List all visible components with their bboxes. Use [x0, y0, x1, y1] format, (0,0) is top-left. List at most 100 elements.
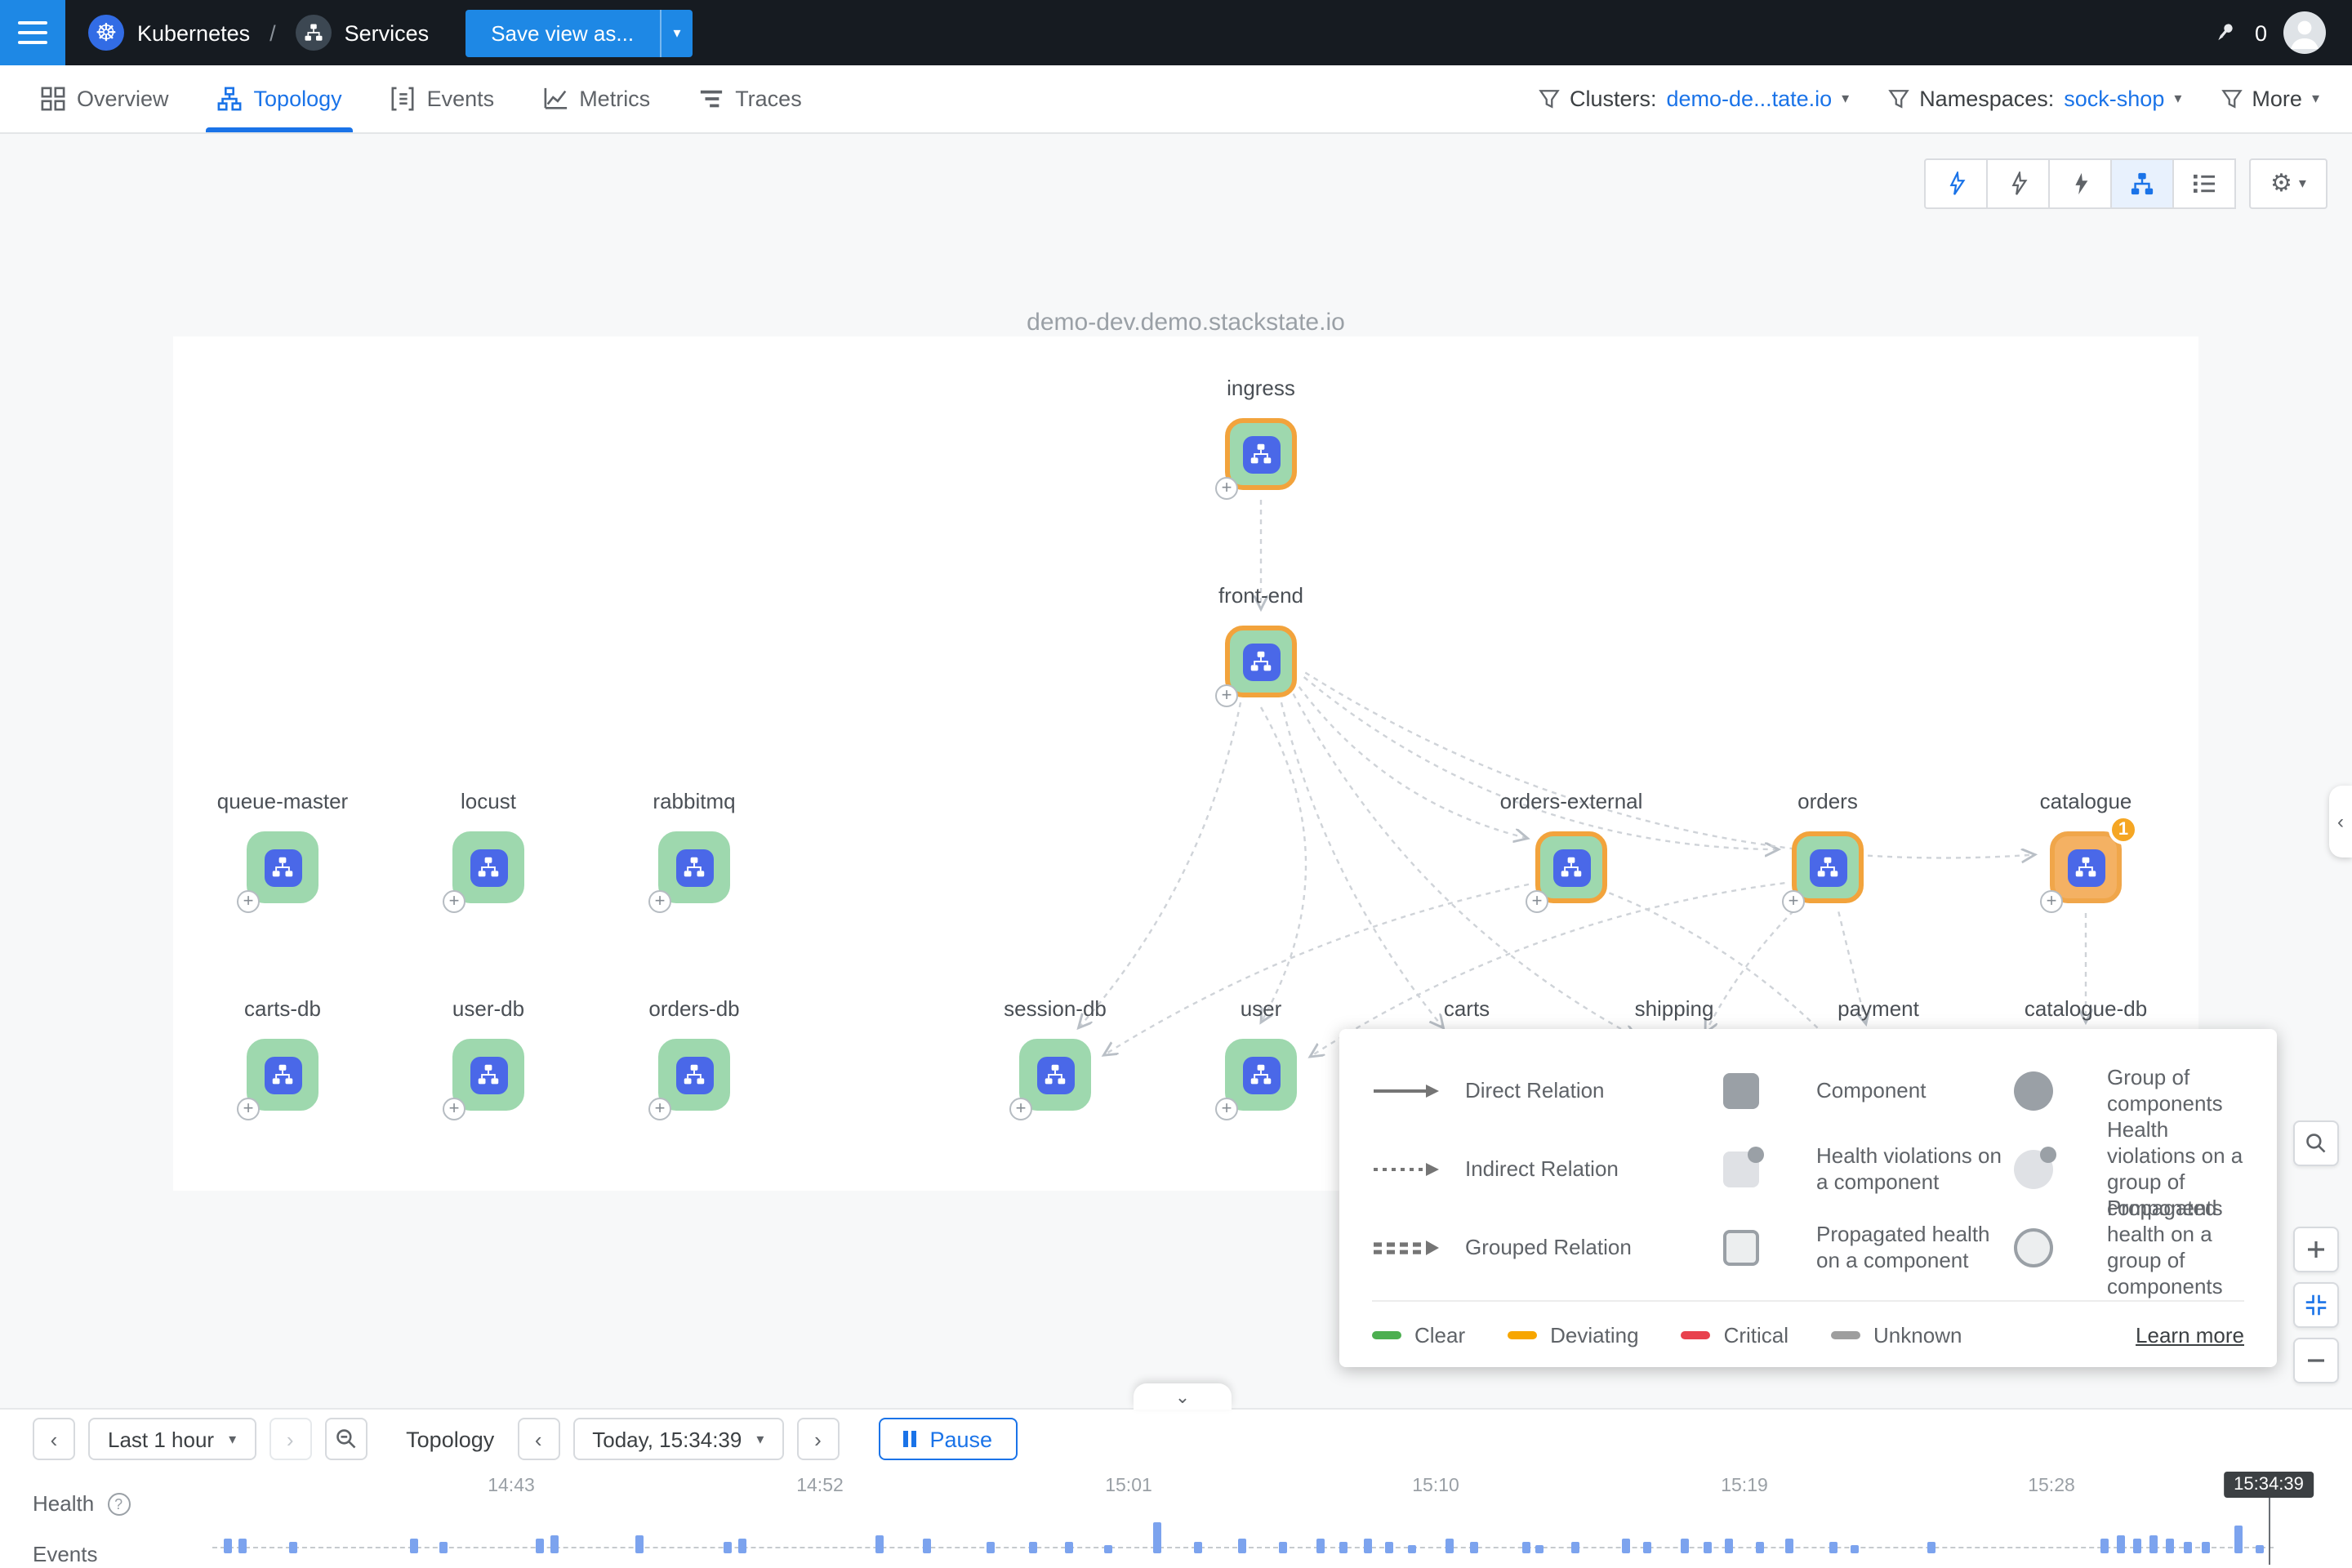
event-bar — [1829, 1542, 1838, 1553]
tab-topology[interactable]: Topology — [194, 65, 367, 132]
save-view-as-button[interactable]: Save view as... — [465, 9, 661, 56]
topology-node-orders-db[interactable]: orders-db+ — [648, 996, 740, 1120]
time-forward-button[interactable]: › — [796, 1418, 840, 1460]
timeline-collapse-button[interactable]: ⌄ — [1134, 1383, 1232, 1410]
event-bar — [1339, 1542, 1348, 1553]
breadcrumb-separator: / — [270, 20, 276, 45]
expand-node-button[interactable]: + — [237, 1098, 260, 1120]
time-range-value: Last 1 hour — [108, 1427, 215, 1451]
expand-node-button[interactable]: + — [1215, 477, 1238, 500]
node-label: ingress — [1227, 376, 1295, 400]
time-back-button[interactable]: ‹ — [517, 1418, 560, 1460]
topology-node-queue-master[interactable]: queue-master + — [217, 789, 348, 913]
event-bar — [1238, 1539, 1246, 1553]
range-forward-button[interactable]: › — [269, 1418, 312, 1460]
time-tick: 15:01 — [1105, 1477, 1152, 1496]
event-bar — [923, 1539, 931, 1553]
event-bar — [1065, 1542, 1073, 1553]
timeline-controls: ‹ Last 1 hour ▾ › Topology ‹ Today, 15:3… — [0, 1418, 2352, 1460]
expand-node-button[interactable]: + — [237, 890, 260, 913]
node-label: user-db — [452, 996, 525, 1021]
service-icon — [658, 1039, 730, 1111]
funnel-icon — [1888, 90, 1909, 109]
avatar[interactable] — [2283, 11, 2326, 54]
topology-node-ingress[interactable]: ingress + — [1215, 376, 1297, 500]
health-help-icon[interactable]: ? — [107, 1492, 131, 1515]
expand-node-button[interactable]: + — [1215, 1098, 1238, 1120]
fit-to-screen-button[interactable] — [2293, 1282, 2339, 1328]
legend-label: Propagated health on a group of componen… — [2107, 1195, 2223, 1299]
node-label: queue-master — [216, 789, 349, 813]
settings-gear-icon[interactable]: ⚙▾ — [2249, 158, 2328, 209]
topology-node-front-end[interactable]: front-end+ — [1215, 583, 1303, 707]
lightning-filled-icon[interactable] — [2048, 158, 2112, 209]
save-view-group: Save view as... ▾ — [465, 9, 693, 56]
sq-viol-icon — [1723, 1147, 1795, 1187]
event-bar — [1408, 1545, 1416, 1553]
expand-node-button[interactable]: + — [443, 1098, 466, 1120]
zoom-in-button[interactable] — [2293, 1227, 2339, 1272]
service-icon — [1225, 1039, 1297, 1111]
topology-node-session-db[interactable]: session-db+ — [1004, 996, 1107, 1120]
hamburger-menu-button[interactable] — [0, 0, 65, 65]
expand-node-button[interactable]: + — [1782, 890, 1805, 913]
topology-node-user[interactable]: user+ — [1215, 996, 1297, 1120]
zoom-out-button[interactable] — [2293, 1338, 2339, 1383]
range-back-button[interactable]: ‹ — [33, 1418, 75, 1460]
status-swatch — [1372, 1331, 1401, 1339]
tab-traces[interactable]: Traces — [675, 65, 826, 132]
expand-node-button[interactable]: + — [2040, 890, 2063, 913]
save-view-dropdown-button[interactable]: ▾ — [660, 9, 693, 56]
legend-item: Propagated health on a component — [1723, 1209, 2014, 1287]
tab-events[interactable]: Events — [367, 65, 519, 132]
event-bar — [1470, 1542, 1478, 1553]
tab-overview[interactable]: Overview — [16, 65, 194, 132]
right-panel-collapse-button[interactable]: ‹ — [2329, 786, 2352, 858]
topology-node-orders[interactable]: orders+ — [1782, 789, 1864, 913]
namespaces-value: sock-shop — [2064, 87, 2165, 111]
namespaces-filter[interactable]: Namespaces: sock-shop ▾ — [1888, 87, 2181, 111]
current-time-dropdown[interactable]: Today, 15:34:39 ▾ — [572, 1418, 784, 1460]
cluster-title: demo-dev.demo.stackstate.io — [1027, 309, 1345, 336]
list-view-icon[interactable] — [2172, 158, 2236, 209]
event-bar — [724, 1542, 732, 1553]
expand-node-button[interactable]: + — [1215, 684, 1238, 707]
event-bar — [987, 1542, 995, 1553]
service-icon — [1225, 626, 1297, 697]
event-bar — [2117, 1535, 2125, 1553]
topology-node-user-db[interactable]: user-db + — [443, 996, 524, 1120]
expand-node-button[interactable]: + — [443, 890, 466, 913]
pause-button[interactable]: Pause — [878, 1418, 1017, 1460]
legend-label: Health violations on a component — [1816, 1143, 2002, 1195]
pin-icon[interactable] — [2212, 20, 2238, 46]
topology-view-icon[interactable] — [2110, 158, 2174, 209]
services-icon — [295, 15, 332, 51]
topology-node-catalogue[interactable]: catalogue+1 — [2040, 789, 2138, 913]
status-legend-deviating: Deviating — [1508, 1323, 1639, 1348]
time-range-dropdown[interactable]: Last 1 hour ▾ — [88, 1418, 256, 1460]
search-icon[interactable] — [2293, 1120, 2339, 1166]
learn-more-link[interactable]: Learn more — [2136, 1323, 2244, 1348]
tab-metrics[interactable]: Metrics — [519, 65, 675, 132]
timeline-zoom-out-button[interactable] — [324, 1418, 368, 1460]
expand-node-button[interactable]: + — [648, 890, 671, 913]
more-filters[interactable]: More ▾ — [2221, 87, 2319, 111]
sq-icon — [1723, 1073, 1795, 1109]
expand-node-button[interactable]: + — [1526, 890, 1548, 913]
clusters-filter[interactable]: Clusters: demo-de...tate.io ▾ — [1539, 87, 1849, 111]
legend-label: Propagated health on a component — [1816, 1221, 1990, 1273]
chevron-down-icon: ▾ — [229, 1430, 237, 1446]
breadcrumb-app[interactable]: Kubernetes — [137, 20, 251, 45]
lightning-alt-icon[interactable] — [1986, 158, 2050, 209]
breadcrumb-section[interactable]: Services — [344, 20, 430, 45]
topology-node-rabbitmq[interactable]: rabbitmq+ — [648, 789, 736, 913]
lightning-outline-icon[interactable] — [1924, 158, 1988, 209]
timeline-cursor[interactable] — [2269, 1496, 2270, 1565]
topology-node-orders-external[interactable]: orders-external+ — [1500, 789, 1642, 913]
event-bar — [1756, 1542, 1764, 1553]
topology-node-locust[interactable]: locust+ — [443, 789, 524, 913]
expand-node-button[interactable]: + — [648, 1098, 671, 1120]
event-bar — [1194, 1542, 1202, 1553]
expand-node-button[interactable]: + — [1009, 1098, 1032, 1120]
topology-node-carts-db[interactable]: carts-db+ — [237, 996, 321, 1120]
